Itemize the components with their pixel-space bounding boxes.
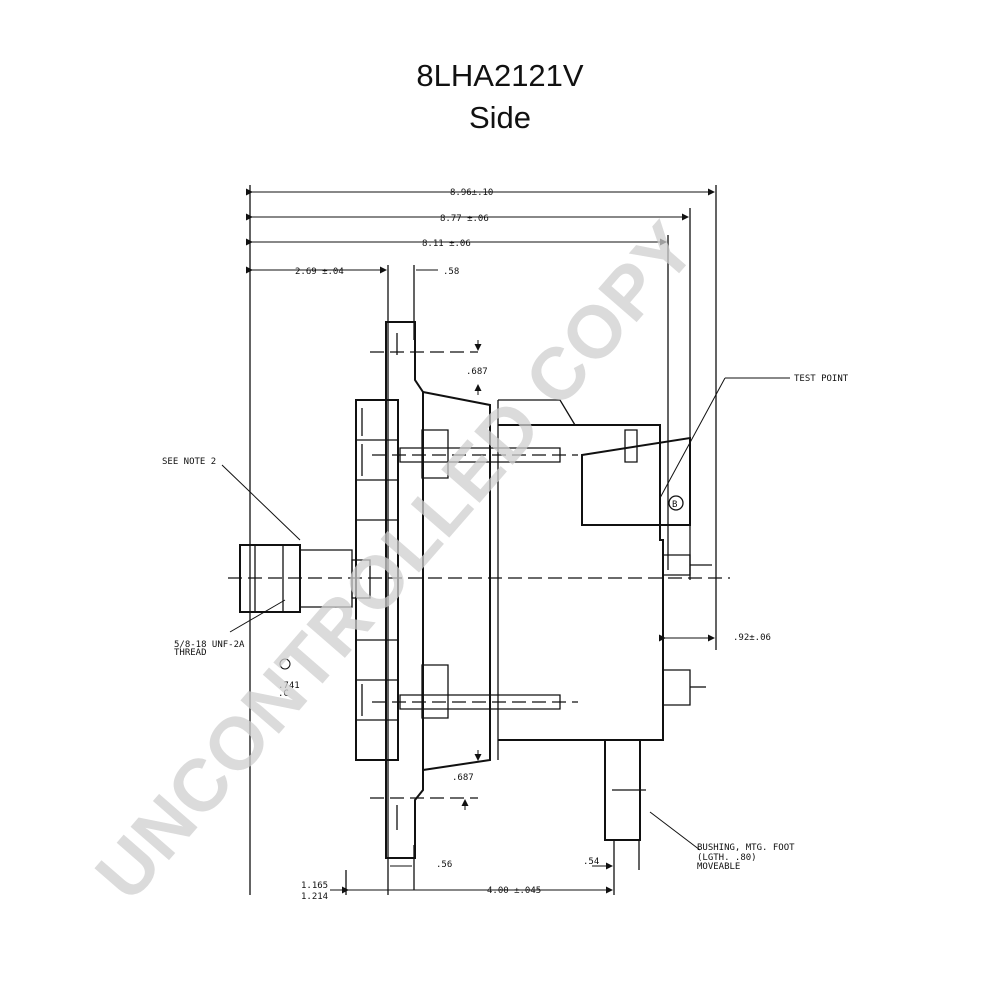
dim-overall-b: 8.77 ±.06: [440, 214, 489, 224]
thread-label-line1: 5/8-18 UNF-2A: [174, 640, 245, 650]
drawing-title: 8LHA2121V: [416, 58, 584, 93]
dim-overall-c: 8.11 ±.06: [422, 239, 471, 249]
dim-flange-width-bottom: .56: [436, 860, 452, 870]
dimension-lines: [221, 188, 790, 894]
partial-number-1: .741: [278, 681, 300, 691]
bushing-label-line3: MOVEABLE: [697, 862, 740, 872]
drawing-subtitle: Side: [468, 100, 532, 135]
uncontrolled-copy-watermark: UNCONTROLLED COPY: [79, 206, 711, 916]
test-point-label: TEST POINT: [794, 374, 849, 384]
ground-symbol-icon: [279, 658, 291, 670]
bushing-label-line2: (LGTH. .80): [697, 853, 757, 863]
alternator-outline: [239, 185, 717, 895]
bushing-label-line1: BUSHING, MTG. FOOT: [697, 843, 795, 853]
dim-terminal-offset: .92±.06: [733, 633, 771, 643]
callout-labels: SEE NOTE 2 5/8-18 UNF-2A THREAD TEST POI…: [162, 374, 849, 872]
thread-label-line2: THREAD: [174, 648, 207, 658]
dim-shaft-length-2: 1.214: [301, 892, 328, 902]
dim-flange-to-foot: 4.00 ±.045: [487, 886, 541, 896]
dim-hole-offset-top: .687: [466, 367, 488, 377]
see-note-label: SEE NOTE 2: [162, 457, 216, 467]
dim-foot-width: .54: [583, 857, 599, 867]
dimension-labels: 8.96±.10 8.77 ±.06 8.11 ±.06 2.69 ±.04 .…: [295, 188, 771, 902]
centerlines: [228, 351, 730, 799]
dim-flange-width-top: .58: [443, 267, 459, 277]
dim-overall-a: 8.96±.10: [450, 188, 493, 198]
partial-number-2: .C: [278, 689, 289, 699]
dim-shaft-to-flange: 2.69 ±.04: [295, 267, 344, 277]
dim-hole-offset-bottom: .687: [452, 773, 474, 783]
circle-b-label: B: [672, 500, 677, 510]
dim-shaft-length-1: 1.165: [301, 881, 328, 891]
